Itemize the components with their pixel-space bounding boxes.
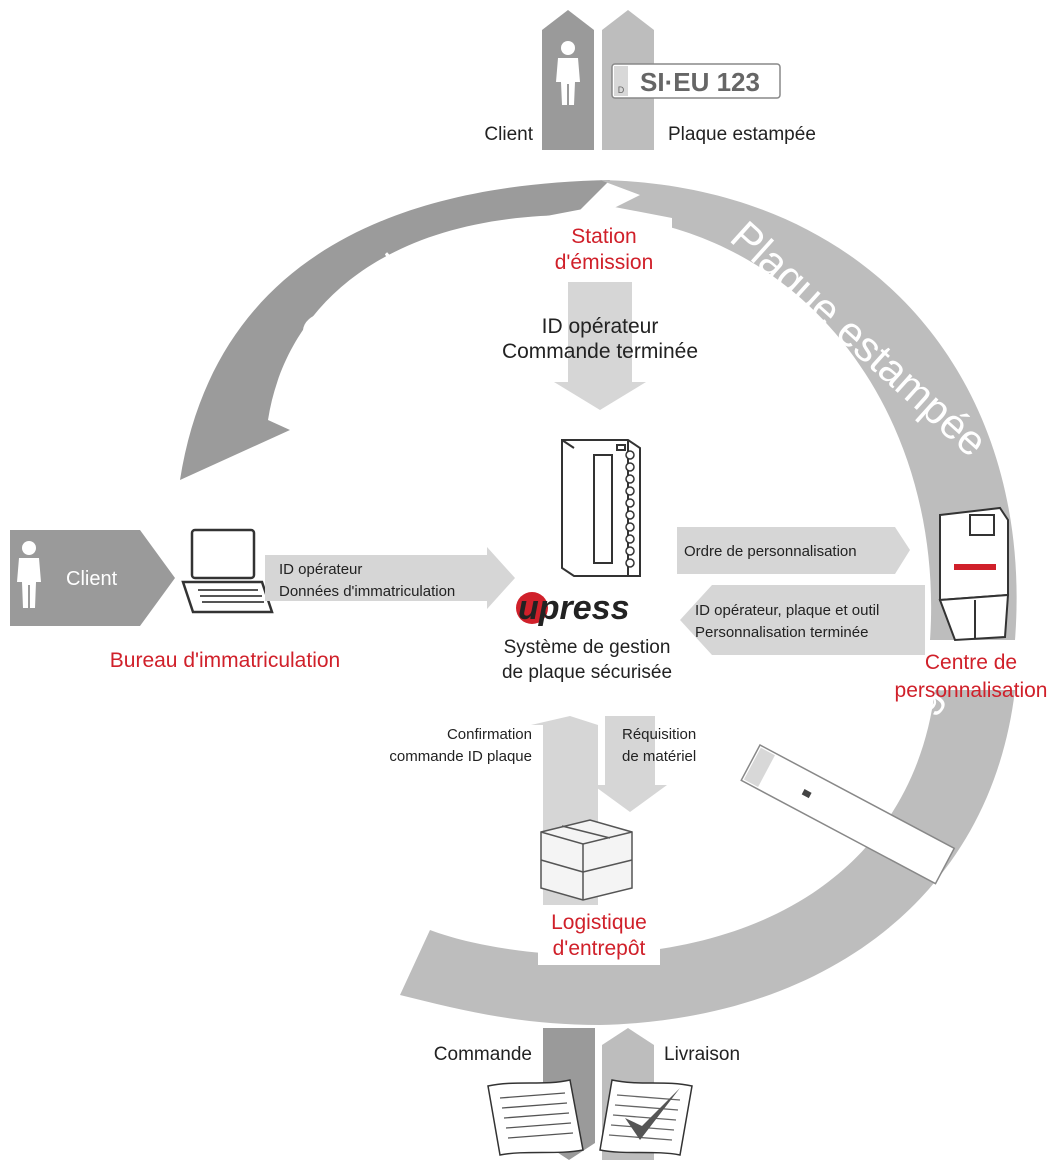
station-label-line2: d'émission: [555, 251, 654, 274]
blank-plate-icon: [740, 743, 956, 885]
requisition-line1: Réquisition: [622, 726, 696, 743]
retour-line1: ID opérateur, plaque et outil: [695, 602, 879, 619]
client-left-label: Client: [66, 568, 118, 590]
plate-country: D: [618, 85, 625, 95]
ordre-arrow: [677, 527, 910, 574]
requisition-down-arrow: [593, 716, 667, 812]
plaque-estampee-top-label: Plaque estampée: [668, 124, 816, 145]
logistique-line1: Logistique: [551, 911, 647, 934]
commande-label: Commande: [434, 1044, 532, 1065]
laptop-icon: [181, 528, 274, 614]
confirmation-line1: Confirmation: [447, 726, 532, 743]
station-box: [536, 205, 672, 275]
retour-arrow: [680, 585, 925, 655]
centre-line2: personnalisation: [895, 679, 1048, 702]
license-plate-icon: D SI·EU 123: [611, 63, 781, 99]
check-document-icon: [599, 1079, 693, 1156]
logistique-line2: d'entrepôt: [553, 937, 646, 960]
confirmation-line2: commande ID plaque: [389, 748, 532, 765]
bureau-label: Bureau d'immatriculation: [110, 649, 340, 672]
person-icon: [17, 541, 41, 608]
bureau-arrow-line1: ID opérateur: [279, 561, 362, 578]
plaque-vierge-arc: [400, 690, 1015, 1025]
person-icon: [556, 41, 580, 105]
livraison-label: Livraison: [664, 1044, 740, 1065]
station-label-line1: Station: [571, 225, 636, 248]
logistique-box: [538, 905, 660, 965]
retour-line2: Personnalisation terminée: [695, 624, 868, 641]
centre-line1: Centre de: [925, 651, 1017, 674]
station-down-arrow: [554, 282, 646, 410]
id-operateur-top-label: ID opérateur: [542, 315, 659, 338]
arc-plaque-estampee-label: Plaque estampée: [722, 212, 996, 466]
server-rack-icon: [561, 439, 641, 577]
client-top-label: Client: [484, 124, 533, 145]
bureau-arrow-line2: Données d'immatriculation: [279, 583, 455, 600]
bureau-to-system-arrow: [265, 547, 515, 609]
client-left-arrow: [10, 530, 175, 626]
logo-text: upress: [518, 589, 630, 627]
boxes-icon: [540, 819, 633, 901]
systeme-line2: de plaque sécurisée: [502, 662, 672, 683]
upress-logo: upress: [516, 589, 630, 627]
client-arc: [180, 180, 610, 480]
requisition-line2: de matériel: [622, 748, 696, 765]
document-icon: [487, 1079, 584, 1156]
plate-number: SI·EU 123: [640, 67, 760, 97]
kiosk-icon: [938, 506, 1010, 642]
ordre-label: Ordre de personnalisation: [684, 543, 857, 560]
commande-terminee-label: Commande terminée: [502, 340, 698, 363]
systeme-line1: Système de gestion: [504, 637, 671, 658]
